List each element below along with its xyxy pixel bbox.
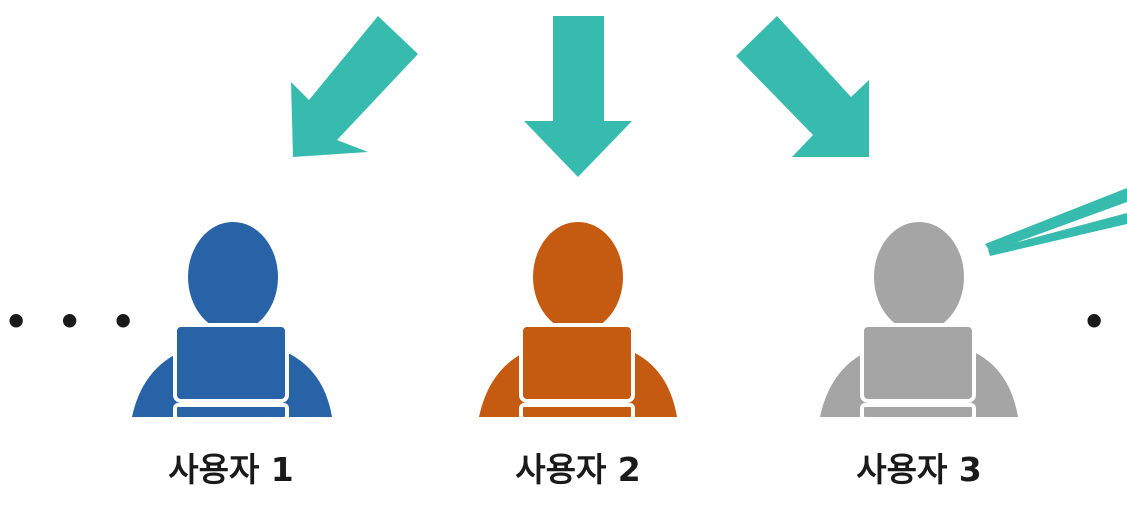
connector-lines: [985, 188, 1127, 256]
arrow-down-left: [291, 16, 418, 157]
ellipsis-left: • • •: [4, 300, 144, 344]
user-2-icon: [479, 222, 677, 421]
user-3-label: 사용자 3: [856, 450, 982, 489]
user-2-label: 사용자 2: [515, 450, 641, 489]
ellipsis-right: • •: [1082, 300, 1127, 344]
user-1-icon: [132, 222, 332, 421]
arrow-down: [524, 16, 632, 177]
user-3-icon: [820, 222, 1018, 421]
user-1-label: 사용자 1: [168, 450, 294, 489]
arrow-down-right: [736, 16, 869, 157]
